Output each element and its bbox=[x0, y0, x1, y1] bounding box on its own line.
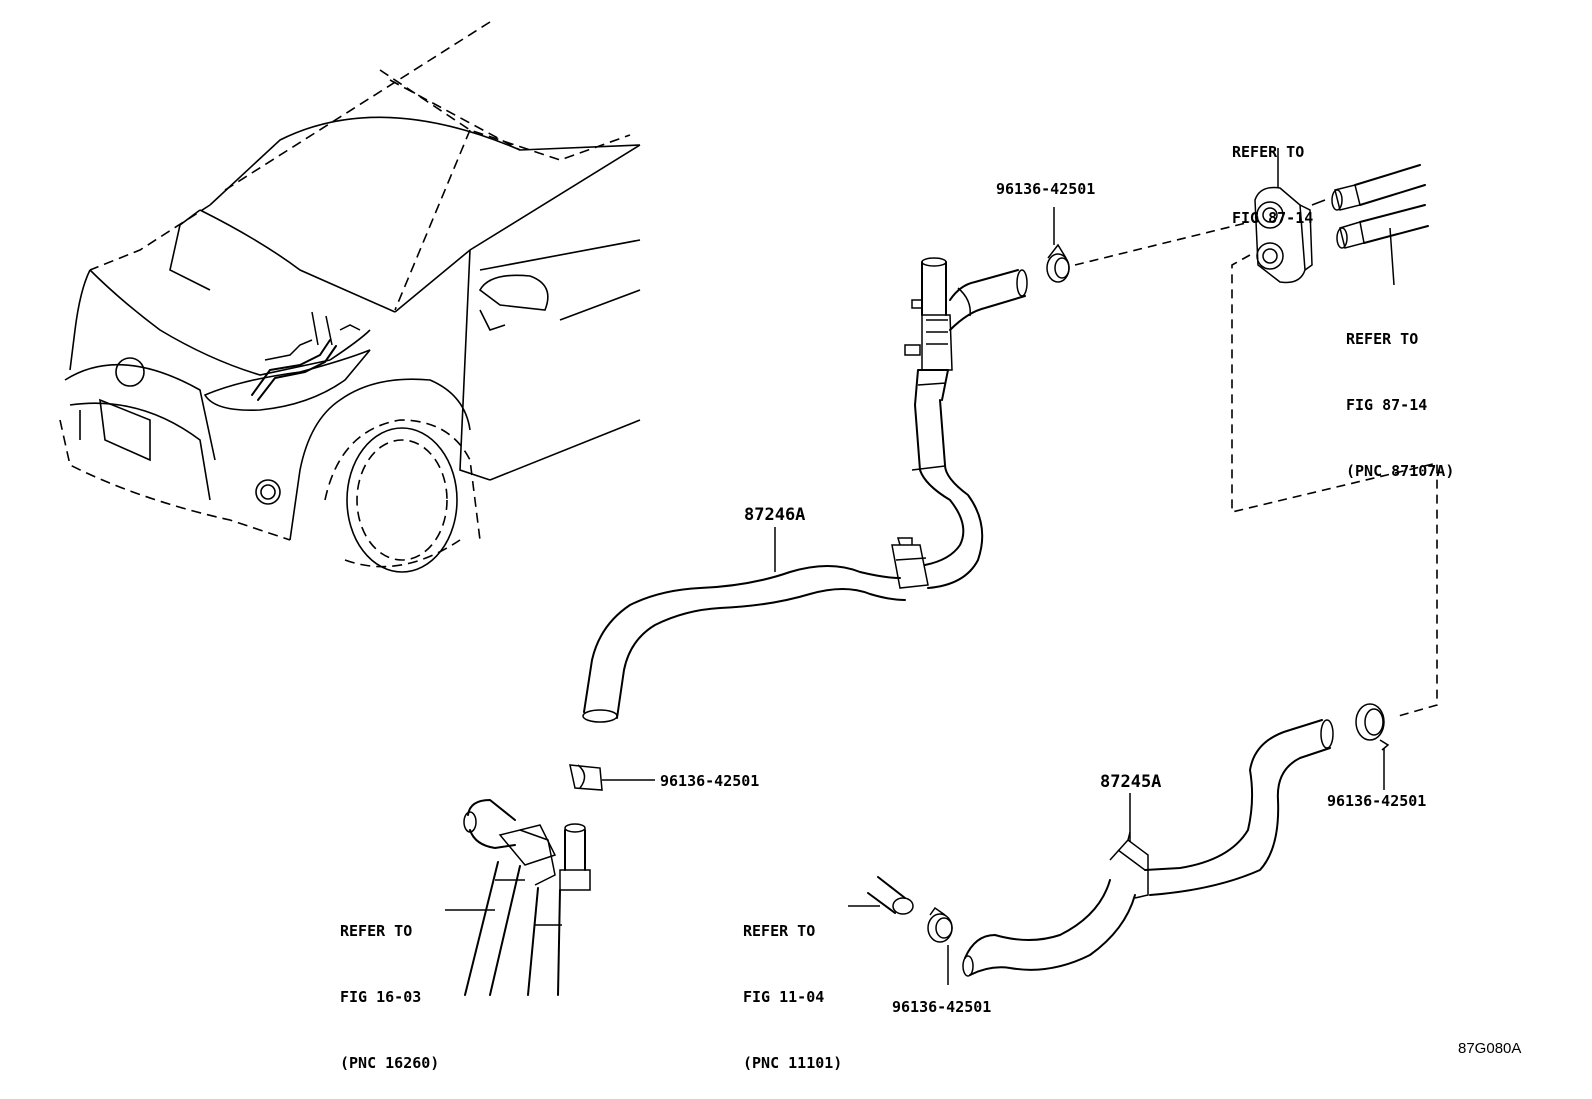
label-line: FIG 87-14 bbox=[1346, 396, 1428, 414]
part-number-clamp-bottom: 96136-42501 bbox=[892, 998, 992, 1016]
connector-line-top bbox=[1074, 221, 1251, 266]
label-line: (PNC 16260) bbox=[340, 1054, 440, 1072]
clamp-top bbox=[1046, 207, 1070, 283]
clamp-left bbox=[569, 764, 655, 791]
hose-87246a bbox=[582, 257, 1028, 723]
part-number-hose-lower: 87245A bbox=[1100, 772, 1162, 792]
part-number-clamp-right: 96136-42501 bbox=[1327, 792, 1427, 810]
part-number-clamp-top: 96136-42501 bbox=[996, 180, 1096, 198]
clamp-right bbox=[1355, 703, 1390, 790]
label-line: (PNC 87107A) bbox=[1346, 462, 1455, 480]
label-line: FIG 11-04 bbox=[743, 988, 825, 1006]
label-line: REFER TO bbox=[1232, 143, 1305, 161]
connector-line-right bbox=[1231, 254, 1438, 718]
label-line: REFER TO bbox=[340, 922, 413, 940]
grommet bbox=[1254, 148, 1313, 284]
figure-id: 87G080A bbox=[1458, 1040, 1522, 1057]
hose-87245a bbox=[962, 719, 1334, 977]
heater-pipes bbox=[1311, 164, 1429, 286]
label-line: FIG 16-03 bbox=[340, 988, 422, 1006]
pipe-11-04 bbox=[848, 876, 914, 915]
clamp-bottom bbox=[927, 906, 953, 985]
part-number-clamp-left: 96136-42501 bbox=[660, 772, 760, 790]
label-line: REFER TO bbox=[743, 922, 816, 940]
label-refer-11-04: REFER TO FIG 11-04 (PNC 11101) bbox=[743, 876, 842, 1096]
part-number-hose-upper: 87246A bbox=[744, 505, 806, 525]
vehicle-outline bbox=[59, 21, 641, 573]
label-line: (PNC 11101) bbox=[743, 1054, 843, 1072]
label-refer-87-14-top: REFER TO FIG 87-14 bbox=[1232, 97, 1313, 251]
label-line: FIG 87-14 bbox=[1232, 209, 1314, 227]
label-refer-16-03: REFER TO FIG 16-03 (PNC 16260) bbox=[340, 876, 439, 1096]
water-valve bbox=[445, 799, 591, 996]
label-line: REFER TO bbox=[1346, 330, 1419, 348]
label-refer-87-14-pnc: REFER TO FIG 87-14 (PNC 87107A) bbox=[1346, 284, 1454, 504]
